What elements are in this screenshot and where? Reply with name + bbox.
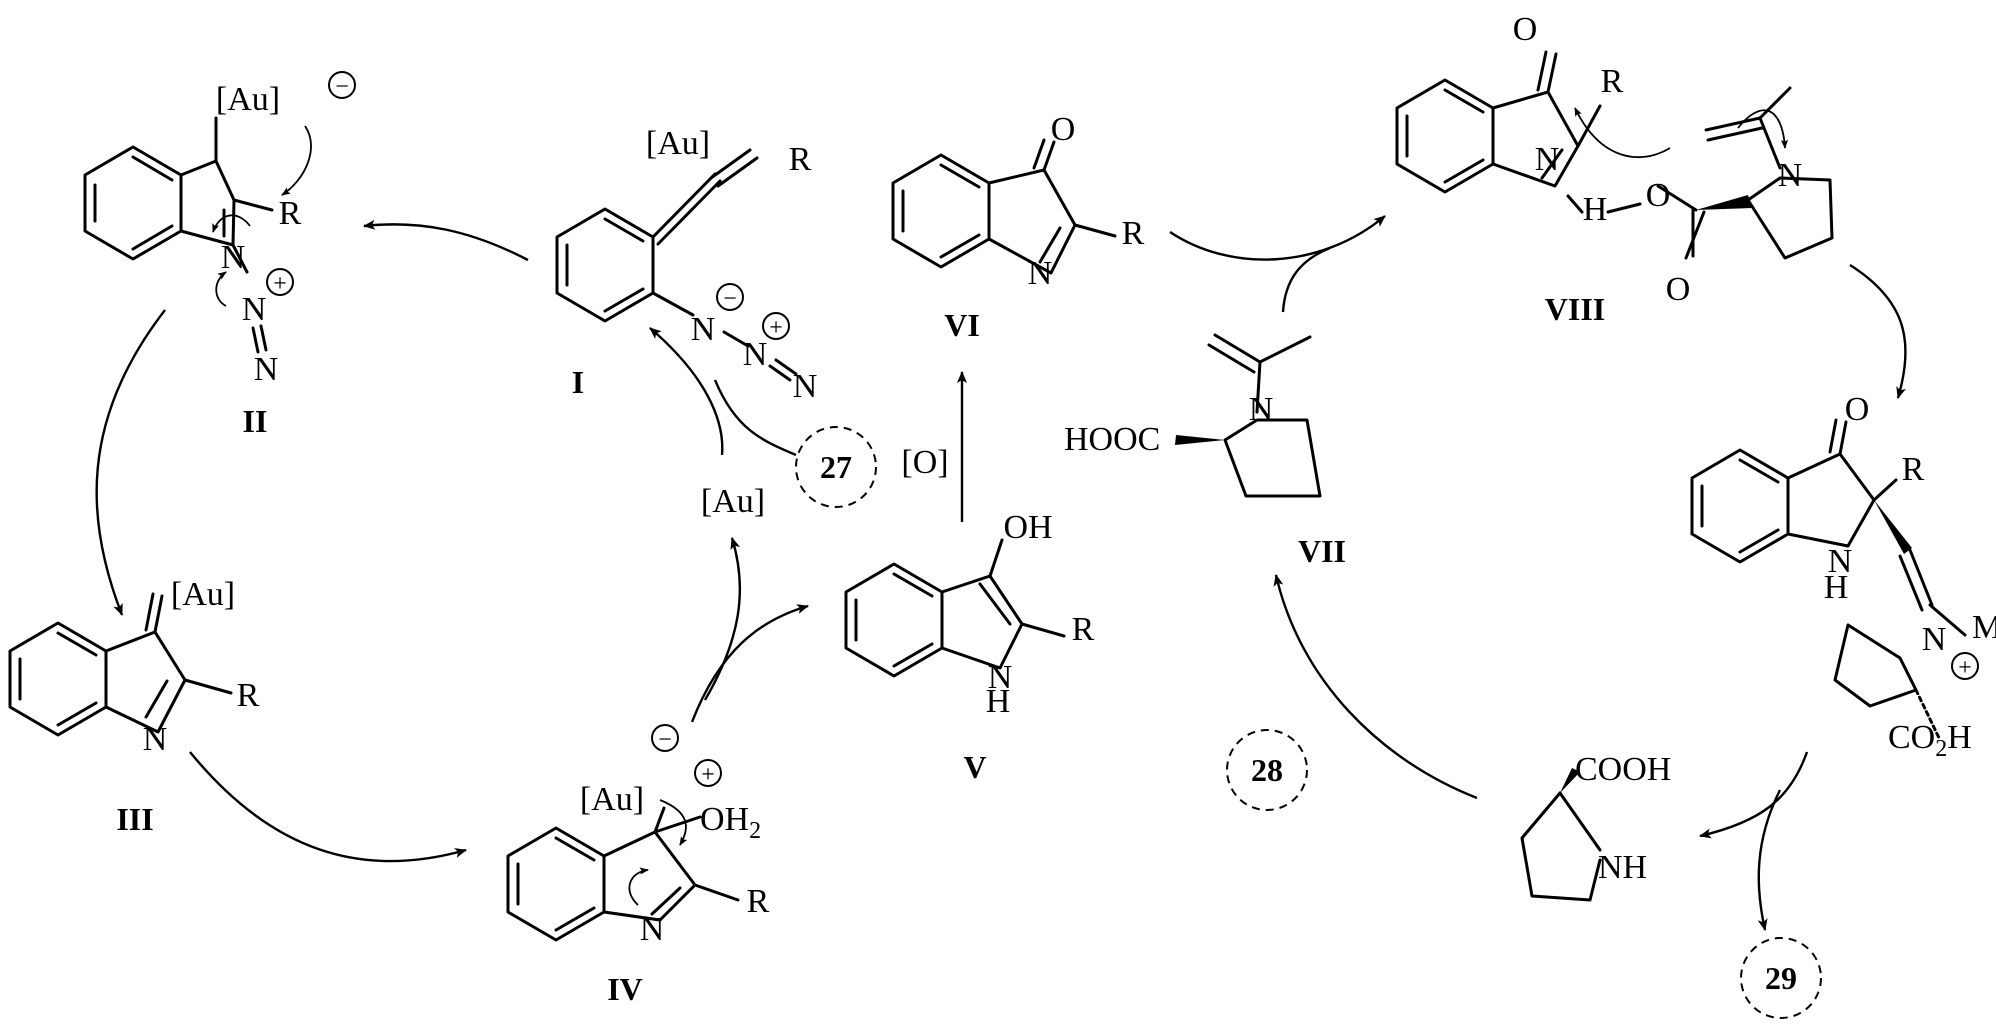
IX-acid: CO2H [1888,719,1972,762]
IX-o: O [1845,391,1870,428]
svg-text:28: 28 [1251,752,1283,788]
svg-text:29: 29 [1765,960,1797,996]
svg-text:27: 27 [820,449,852,485]
compound-I: [Au] R N − N + N I [555,125,818,405]
V-r: R [1072,611,1095,648]
svg-text:+: + [769,315,783,341]
IX-me: Me [1972,609,1996,646]
II-minus-charge [328,71,356,99]
arrow-27-joins [713,379,797,457]
VI-o: O [1051,111,1076,148]
arrow-au-release [703,537,742,701]
compound-iminium-intermediate: O R N H N + Me CO2H [1690,391,1996,762]
compound-VII: N HOOC VII [1064,333,1346,569]
compound-IV: [Au] − + OH2 R N IV [506,724,770,1007]
IX-r: R [1902,451,1925,488]
compound-III: [Au] R N III [8,576,260,837]
compound-V: OH R N H V [844,509,1095,785]
reference-27: 27 [795,426,877,508]
I-r: R [789,141,812,178]
svg-text:+: + [273,271,287,297]
arrow-III-to-IV [189,751,467,863]
III-n: N [143,721,168,758]
arrow-IX-to-proline [1699,751,1809,839]
arrow-I-to-II [363,219,529,262]
arrow-VIII-to-IX [1849,263,1907,399]
compound-II: [Au] − R [Au] N N + N II [83,71,356,439]
III-r: R [237,677,260,714]
VII-label: VII [1298,533,1346,569]
VIII-o-carbonyl: O [1666,271,1691,308]
V-label: V [963,749,986,785]
arrow-au-to-I [649,327,724,456]
arrow-VI-to-VIII [1169,215,1386,261]
VIII-h: H [1583,191,1608,228]
I-label: I [572,364,584,400]
reference-29: 29 [1740,937,1822,1019]
svg-text:N: N [743,336,768,373]
II-r: R [279,195,302,232]
svg-text:+: + [1958,655,1972,681]
IV-n: N [640,911,665,948]
svg-text:−: − [658,727,672,753]
arrow-VII-joins [1281,246,1331,313]
svg-text:N: N [242,291,267,328]
arrow-proline-to-VII [1273,574,1478,800]
arrow-II-to-III [95,309,166,616]
IV-r: R [747,883,770,920]
arrow-IX-to-29 [1757,789,1782,931]
II-au: [Au] [216,81,280,118]
VIII-label: VIII [1545,291,1605,327]
V-h: H [986,683,1011,720]
svg-text:+: + [701,762,715,788]
svg-text:−: − [723,286,737,312]
VI-n: N [1028,255,1053,292]
arrow-IV-to-V [690,604,809,723]
svg-text:N: N [1249,391,1274,428]
IX-n: N [1828,543,1853,580]
VIII-o-acid: O [1646,177,1671,214]
VII-acid: HOOC [1064,421,1160,458]
III-label: III [116,801,153,837]
reference-28: 28 [1226,729,1308,811]
VI-r: R [1122,215,1145,252]
I-au: [Au] [646,125,710,162]
III-au: [Au] [171,576,235,613]
VIII-r: R [1601,63,1624,100]
proline: COOH NH [1520,751,1671,902]
II-plus-charge [266,268,294,296]
VIII-n: N [1535,141,1560,178]
catalyst-au-label: [Au] [701,483,765,520]
svg-text:N: N [254,351,279,388]
II-label: II [243,403,268,439]
VIII-n-pyr: N [1778,157,1803,194]
compound-VIII: O R N H O O N VIII [1395,11,1834,327]
IX-n-plus: N [1922,621,1947,658]
compound-VI: O R N VI [891,111,1145,343]
proline-acid: COOH [1575,751,1671,788]
svg-text:N: N [691,311,716,348]
V-oh: OH [1003,509,1052,546]
IV-oh2: OH2 [700,801,761,844]
svg-text:N: N [793,368,818,405]
svg-text:−: − [335,74,349,100]
V-n: N [988,659,1013,696]
oxidant-label: [O] [901,444,948,481]
IV-au: [Au] [580,781,644,818]
VI-label: VI [944,307,980,343]
reaction-arrows [95,215,1907,931]
proline-nh: NH [1598,849,1647,886]
VIII-o: O [1513,11,1538,48]
IX-h: H [1824,569,1849,606]
IV-label: IV [607,971,643,1007]
svg-text:N: N [221,239,246,276]
